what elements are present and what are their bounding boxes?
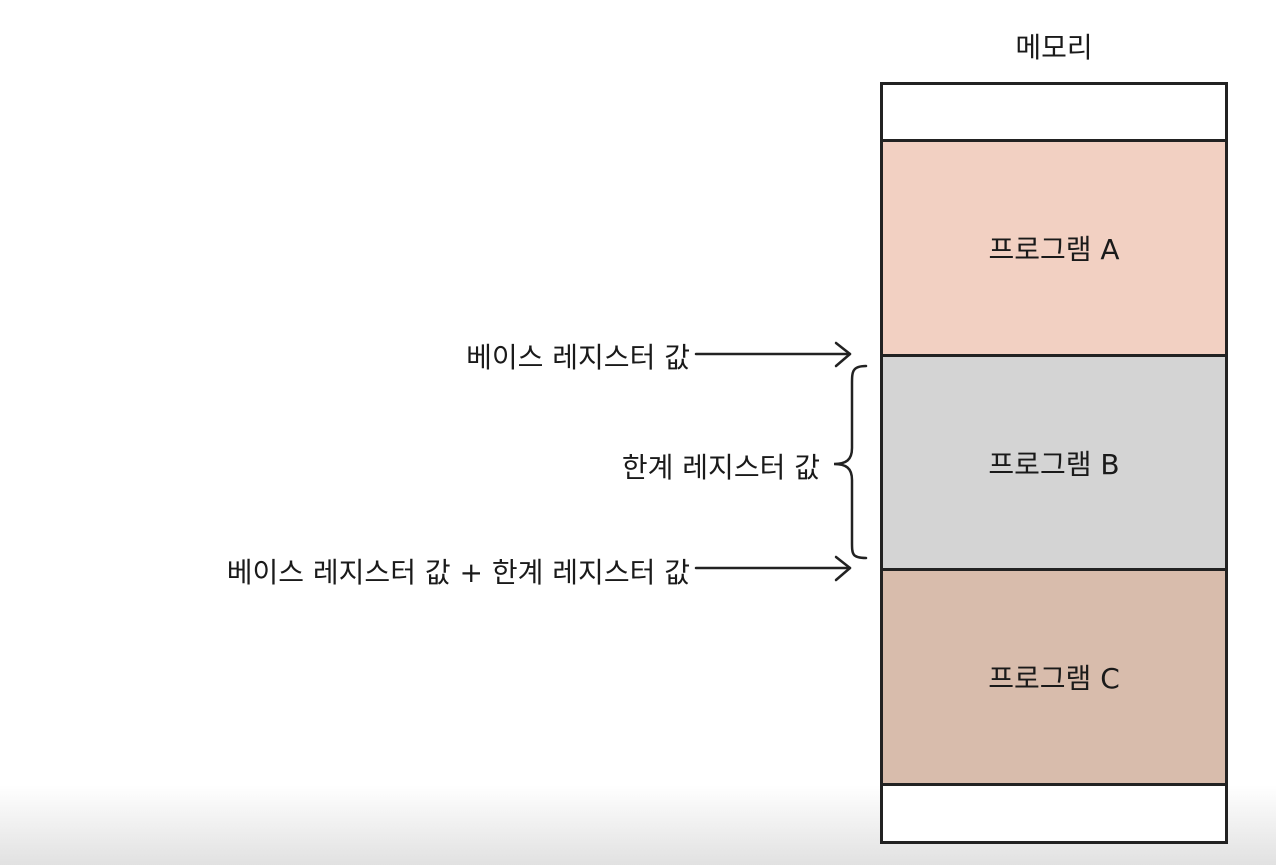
base-register-label: 베이스 레지스터 값 — [466, 341, 690, 374]
limit-register-label: 한계 레지스터 값 — [621, 451, 820, 484]
program-b-label: 프로그램 B — [988, 447, 1120, 481]
base-register-arrow — [694, 341, 852, 368]
program-a-label: 프로그램 A — [988, 233, 1120, 266]
program-b-block: 프로그램 B — [880, 354, 1228, 571]
base-plus-limit-label: 베이스 레지스터 값 + 한계 레지스터 값 — [226, 556, 690, 589]
program-c-label: 프로그램 C — [988, 662, 1120, 695]
program-a-block: 프로그램 A — [880, 139, 1228, 357]
memory-diagram: 프로그램 A 프로그램 B 프로그램 C — [880, 82, 1228, 844]
base-plus-limit-arrow — [694, 555, 852, 582]
memory-block-bottom — [880, 783, 1228, 844]
limit-brace — [833, 364, 868, 560]
memory-title: 메모리 — [1015, 31, 1093, 64]
